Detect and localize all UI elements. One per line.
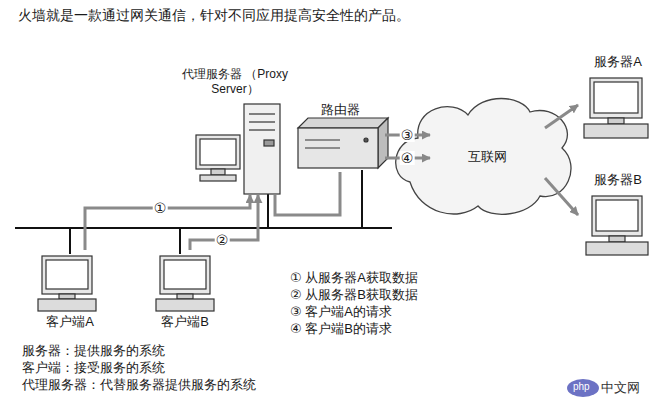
computer-node: 代理服务器 （Proxy Server）	[178, 65, 292, 195]
computer-node: 路由器	[295, 100, 385, 172]
computer-node: 服务器A	[578, 52, 658, 144]
computer-node: 客户端B	[140, 250, 230, 332]
server-b-computer	[586, 196, 648, 255]
diagram-title: 火墙就是一款通过网关通信，针对不同应用提高安全性的产品。	[18, 7, 410, 24]
node-label: 代理服务器 （Proxy Server）	[181, 67, 289, 97]
computer-node: 服务器B	[578, 170, 658, 260]
note-text: 客户端：接受服务的系统	[22, 360, 165, 376]
note-text: 服务器：提供服务的系统	[22, 343, 165, 359]
callout-number: ③	[400, 128, 415, 142]
callout-number: ④	[400, 151, 415, 165]
node-label: 客户端B	[161, 314, 209, 330]
server-a-computer	[584, 78, 648, 138]
client-a-computer	[38, 256, 96, 311]
note-text: ① 从服务器A获取数据	[290, 270, 418, 286]
computer-node: 客户端A	[25, 250, 115, 332]
node-label: 客户端A	[46, 314, 94, 330]
router-box	[298, 118, 388, 168]
callout-number: ①	[153, 201, 168, 215]
callout-number: ②	[215, 233, 230, 247]
internet-cloud	[396, 99, 571, 215]
note-text: ② 从服务器B获取数据	[290, 287, 418, 303]
data-flow-arrow	[545, 178, 578, 215]
computer-node: 互联网	[430, 110, 545, 205]
node-label: 互联网	[468, 149, 507, 165]
note-text: 代理服务器：代替服务器提供服务的系统	[22, 377, 256, 393]
node-label: 服务器B	[594, 172, 642, 188]
data-flow-arrow	[545, 105, 578, 128]
note-text: ④ 客户端B的请求	[290, 321, 392, 337]
data-flow-arrow	[85, 195, 250, 250]
watermark-oval	[567, 379, 599, 397]
watermark-text: php	[573, 381, 590, 393]
note-text: ③ 客户端A的请求	[290, 304, 392, 320]
data-flow-arrow	[275, 172, 340, 215]
watermark-text: 中文网	[601, 380, 640, 396]
lan-bus	[15, 170, 392, 254]
client-b-computer	[156, 256, 214, 311]
node-label: 路由器	[321, 102, 360, 118]
node-label: 服务器A	[594, 54, 642, 70]
proxy-computer	[196, 104, 280, 194]
data-flow-arrow	[190, 195, 258, 250]
